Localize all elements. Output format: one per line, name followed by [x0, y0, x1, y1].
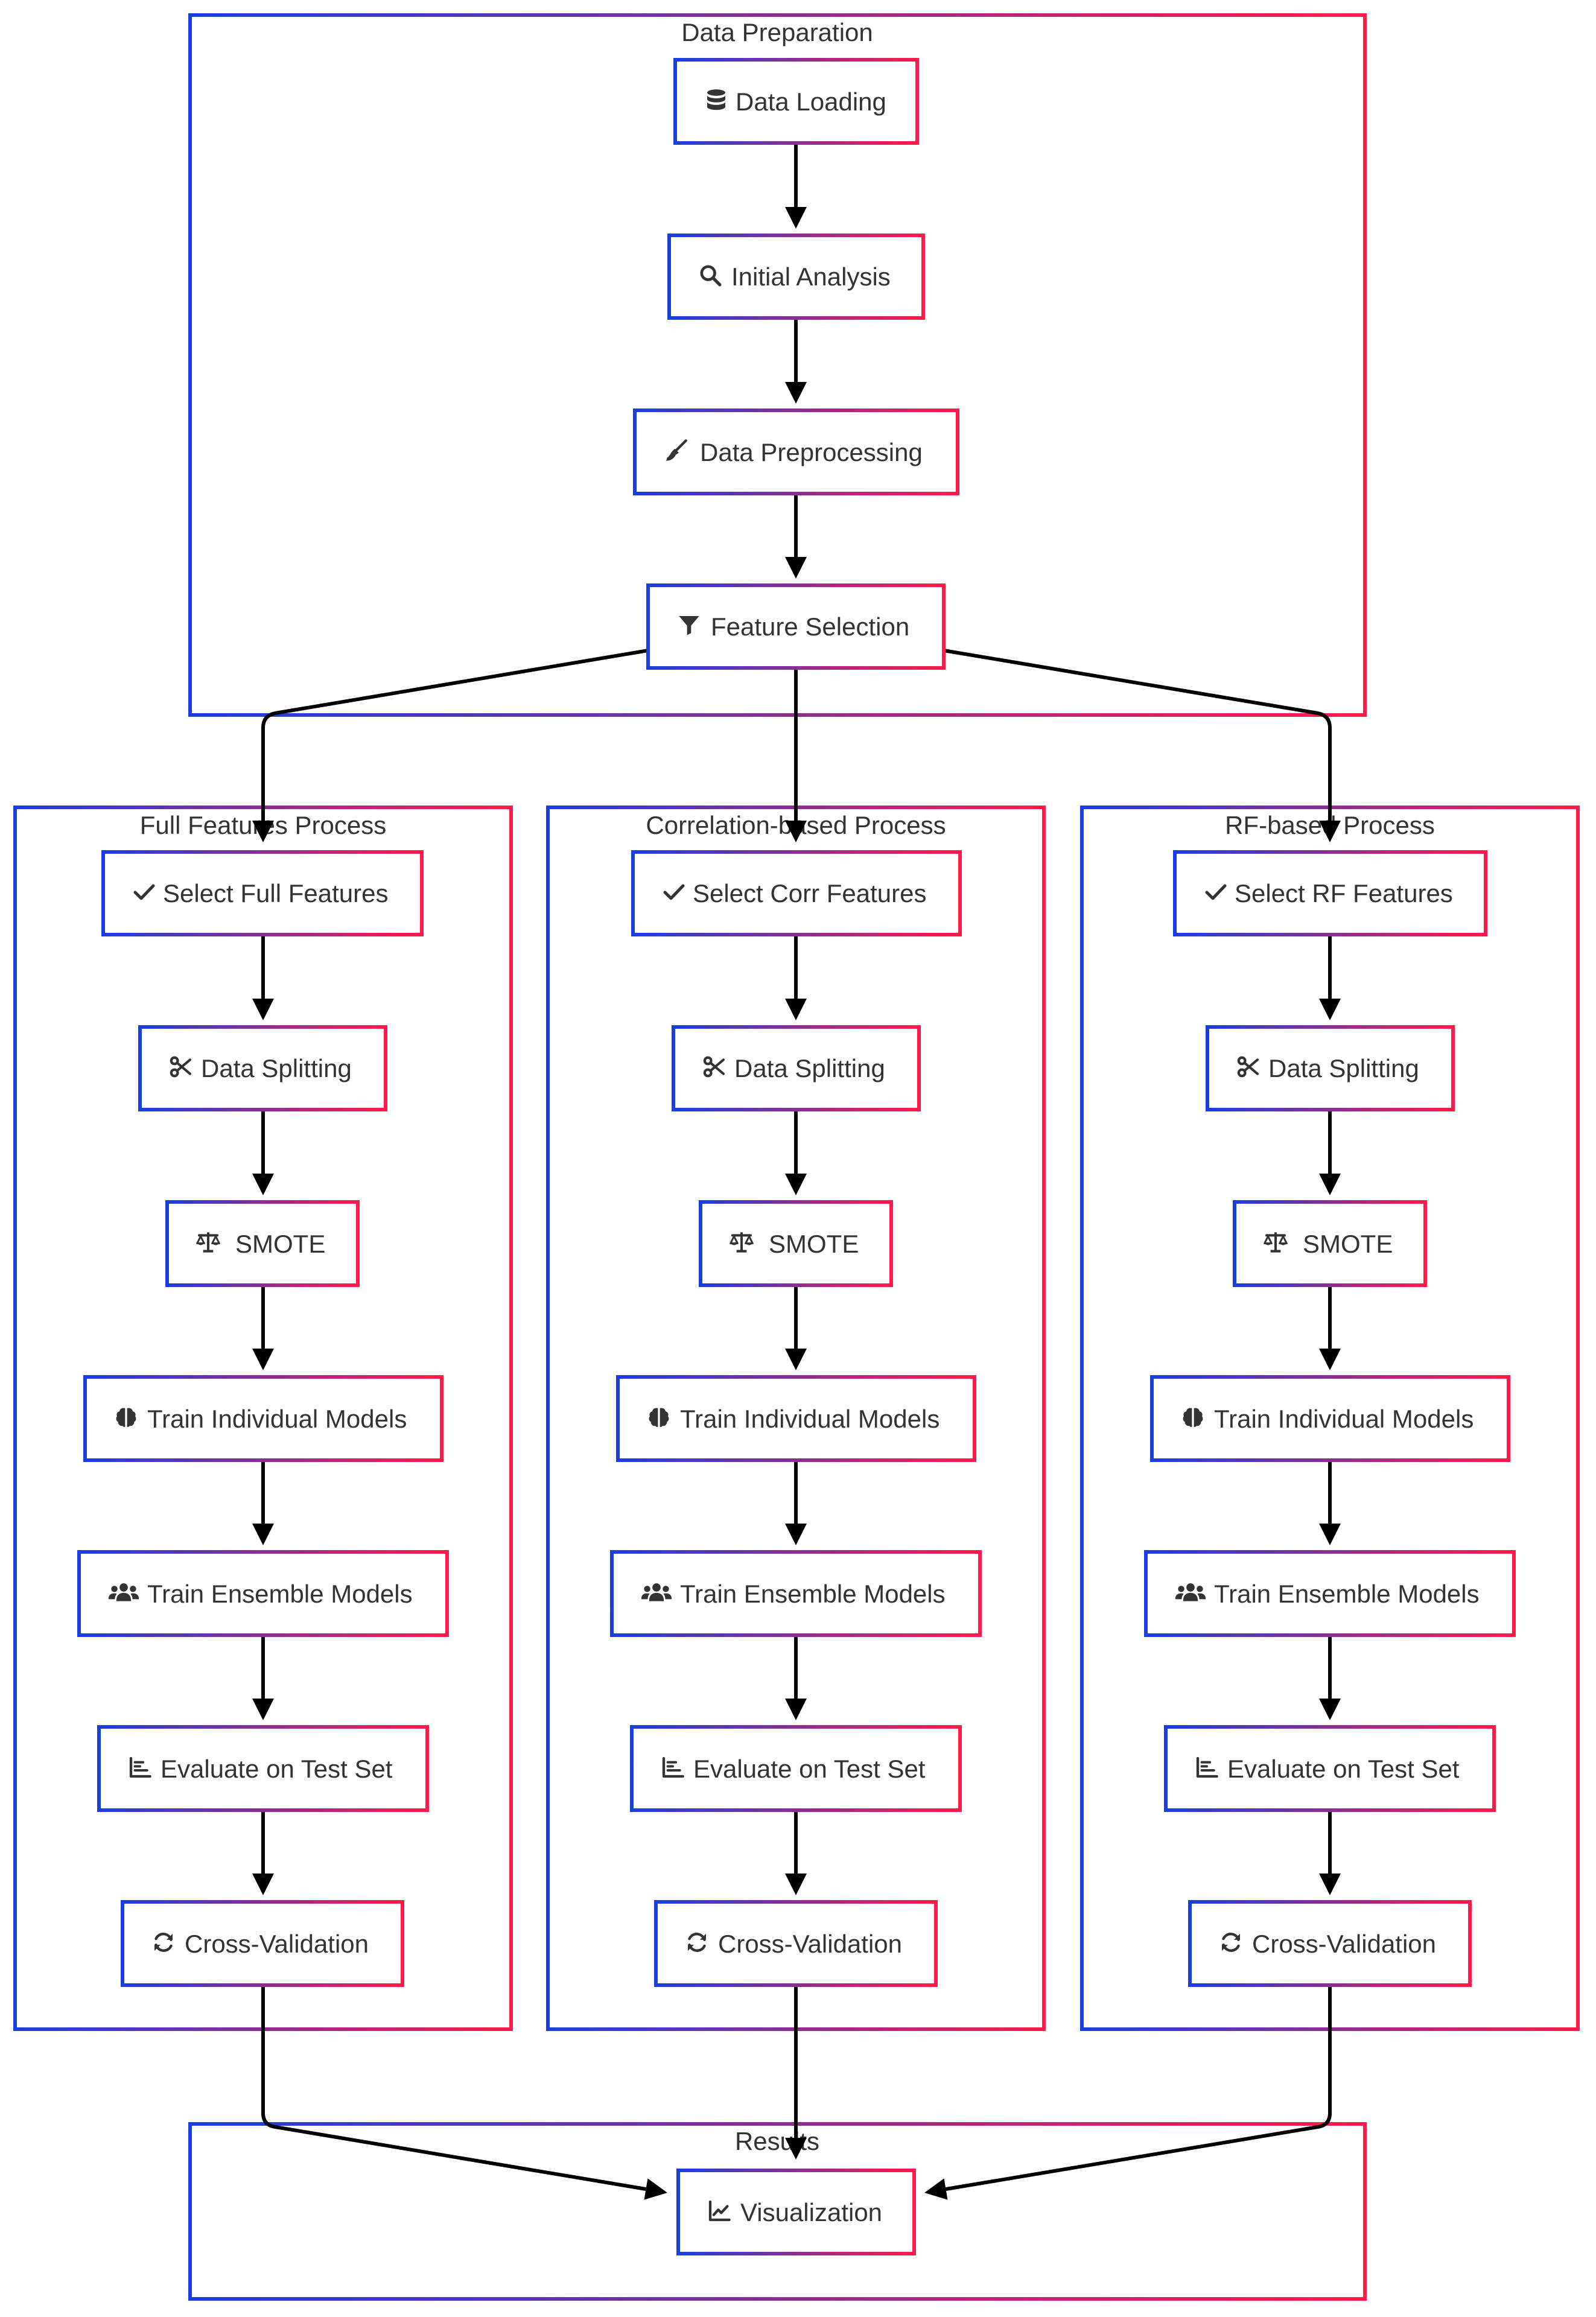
node-full-evaluate[interactable]: Evaluate on Test Set — [97, 1725, 429, 1812]
database-icon — [707, 89, 725, 110]
node-corr-smote[interactable]: SMOTE — [699, 1200, 893, 1287]
node-full-data-splitting-label: Data Splitting — [201, 1054, 352, 1082]
node-full-train-ensemble[interactable]: Train Ensemble Models — [77, 1550, 449, 1637]
node-corr-train-individual-label: Train Individual Models — [680, 1405, 939, 1433]
node-visualization[interactable]: Visualization — [676, 2169, 916, 2255]
node-rf-smote-label: SMOTE — [1303, 1230, 1393, 1258]
edge-selection-to-full — [252, 649, 649, 842]
node-full-smote[interactable]: SMOTE — [165, 1200, 360, 1287]
node-corr-select-features[interactable]: Select Corr Features — [631, 850, 962, 936]
group-results-box — [188, 2122, 1367, 2301]
node-rf-select-features-label: Select RF Features — [1235, 879, 1453, 907]
node-full-select-features[interactable]: Select Full Features — [101, 850, 424, 936]
node-rf-cross-validation-label: Cross-Validation — [1252, 1930, 1436, 1958]
node-data-preprocessing[interactable]: Data Preprocessing — [633, 408, 959, 495]
node-rf-select-features[interactable]: Select RF Features — [1173, 850, 1487, 936]
node-data-loading[interactable]: Data Loading — [673, 58, 919, 145]
group-data-preparation-box — [188, 13, 1367, 717]
node-rf-train-individual-label: Train Individual Models — [1214, 1405, 1474, 1433]
node-corr-train-ensemble[interactable]: Train Ensemble Models — [610, 1550, 982, 1637]
node-corr-train-ensemble-label: Train Ensemble Models — [680, 1580, 946, 1608]
node-full-evaluate-label: Evaluate on Test Set — [161, 1755, 393, 1783]
node-initial-analysis[interactable]: Initial Analysis — [667, 234, 925, 320]
group-data-preparation: Data Preparation — [188, 13, 1367, 717]
node-visualization-label: Visualization — [740, 2198, 882, 2226]
node-full-smote-label: SMOTE — [235, 1230, 325, 1258]
node-corr-data-splitting[interactable]: Data Splitting — [672, 1025, 921, 1111]
node-corr-smote-label: SMOTE — [769, 1230, 859, 1258]
node-rf-data-splitting[interactable]: Data Splitting — [1206, 1025, 1455, 1111]
node-rf-cross-validation[interactable]: Cross-Validation — [1188, 1900, 1472, 1987]
node-full-cross-validation-label: Cross-Validation — [185, 1930, 369, 1958]
edge-rf-cv-to-visualization — [924, 1985, 1332, 2200]
node-full-data-splitting[interactable]: Data Splitting — [138, 1025, 387, 1111]
edge-selection-to-rf — [943, 649, 1341, 842]
edges — [252, 143, 1341, 2200]
edge-full-cv-to-visualization — [261, 1985, 667, 2200]
node-full-train-individual[interactable]: Train Individual Models — [83, 1375, 444, 1462]
node-feature-selection[interactable]: Feature Selection — [646, 583, 946, 670]
node-rf-evaluate[interactable]: Evaluate on Test Set — [1164, 1725, 1496, 1812]
node-rf-data-splitting-label: Data Splitting — [1268, 1054, 1419, 1082]
group-data-preparation-title: Data Preparation — [681, 18, 873, 46]
node-full-cross-validation[interactable]: Cross-Validation — [121, 1900, 404, 1987]
node-rf-train-ensemble-label: Train Ensemble Models — [1214, 1580, 1480, 1608]
node-rf-train-individual[interactable]: Train Individual Models — [1150, 1375, 1510, 1462]
node-corr-evaluate[interactable]: Evaluate on Test Set — [630, 1725, 962, 1812]
node-initial-analysis-label: Initial Analysis — [731, 262, 891, 291]
node-full-select-features-label: Select Full Features — [163, 879, 389, 907]
node-rf-smote[interactable]: SMOTE — [1233, 1200, 1427, 1287]
node-corr-evaluate-label: Evaluate on Test Set — [693, 1755, 926, 1783]
node-corr-select-features-label: Select Corr Features — [693, 879, 926, 907]
node-full-train-ensemble-label: Train Ensemble Models — [147, 1580, 413, 1608]
node-corr-train-individual[interactable]: Train Individual Models — [616, 1375, 976, 1462]
node-rf-train-ensemble[interactable]: Train Ensemble Models — [1144, 1550, 1516, 1637]
node-corr-data-splitting-label: Data Splitting — [734, 1054, 885, 1082]
node-corr-cross-validation-label: Cross-Validation — [718, 1930, 902, 1958]
node-full-train-individual-label: Train Individual Models — [147, 1405, 407, 1433]
node-data-preprocessing-label: Data Preprocessing — [700, 438, 923, 466]
group-results-title: Results — [735, 2127, 819, 2155]
node-feature-selection-label: Feature Selection — [711, 612, 909, 641]
node-data-loading-label: Data Loading — [736, 87, 886, 116]
node-corr-cross-validation[interactable]: Cross-Validation — [654, 1900, 938, 1987]
node-rf-evaluate-label: Evaluate on Test Set — [1227, 1755, 1460, 1783]
